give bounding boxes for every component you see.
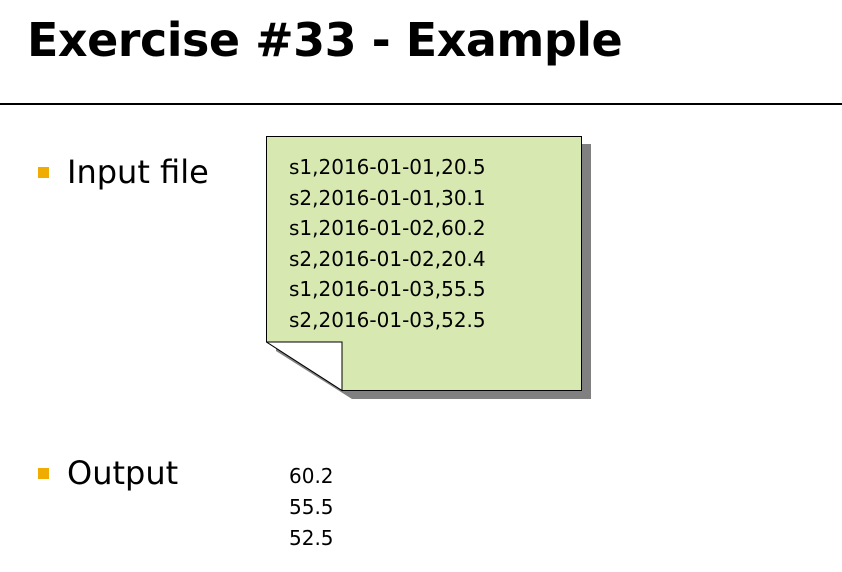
output-line: 55.5 [289,495,334,519]
note-folded-corner [266,341,343,392]
input-file-line: s1,2016-01-02,60.2 [289,216,486,240]
output-line: 52.5 [289,526,334,550]
input-file-note: s1,2016-01-01,20.5 s2,2016-01-01,30.1 s1… [266,136,592,400]
input-file-line: s2,2016-01-03,52.5 [289,307,486,332]
slide-title: Exercise #33 - Example [27,13,623,67]
input-file-lines: s1,2016-01-01,20.5 s2,2016-01-01,30.1 s1… [289,152,486,335]
bullet-output: Output [38,453,178,493]
input-file-line: s2,2016-01-01,30.1 [289,185,486,210]
bullet-square-icon [38,467,49,479]
input-file-line: s2,2016-01-02,20.4 [289,246,486,271]
title-divider [0,103,842,105]
input-file-line: s1,2016-01-01,20.5 [289,155,486,179]
input-file-line: s1,2016-01-03,55.5 [289,277,486,301]
bullet-input-file: Input file [38,152,209,192]
output-line: 60.2 [289,464,334,488]
note-paper [266,136,582,391]
bullet-label-output: Output [67,454,179,492]
output-lines: 60.2 55.5 52.5 [289,461,334,554]
bullet-label-input-file: Input file [67,153,209,191]
bullet-square-icon [38,166,49,178]
note-paper-shape [266,136,591,399]
